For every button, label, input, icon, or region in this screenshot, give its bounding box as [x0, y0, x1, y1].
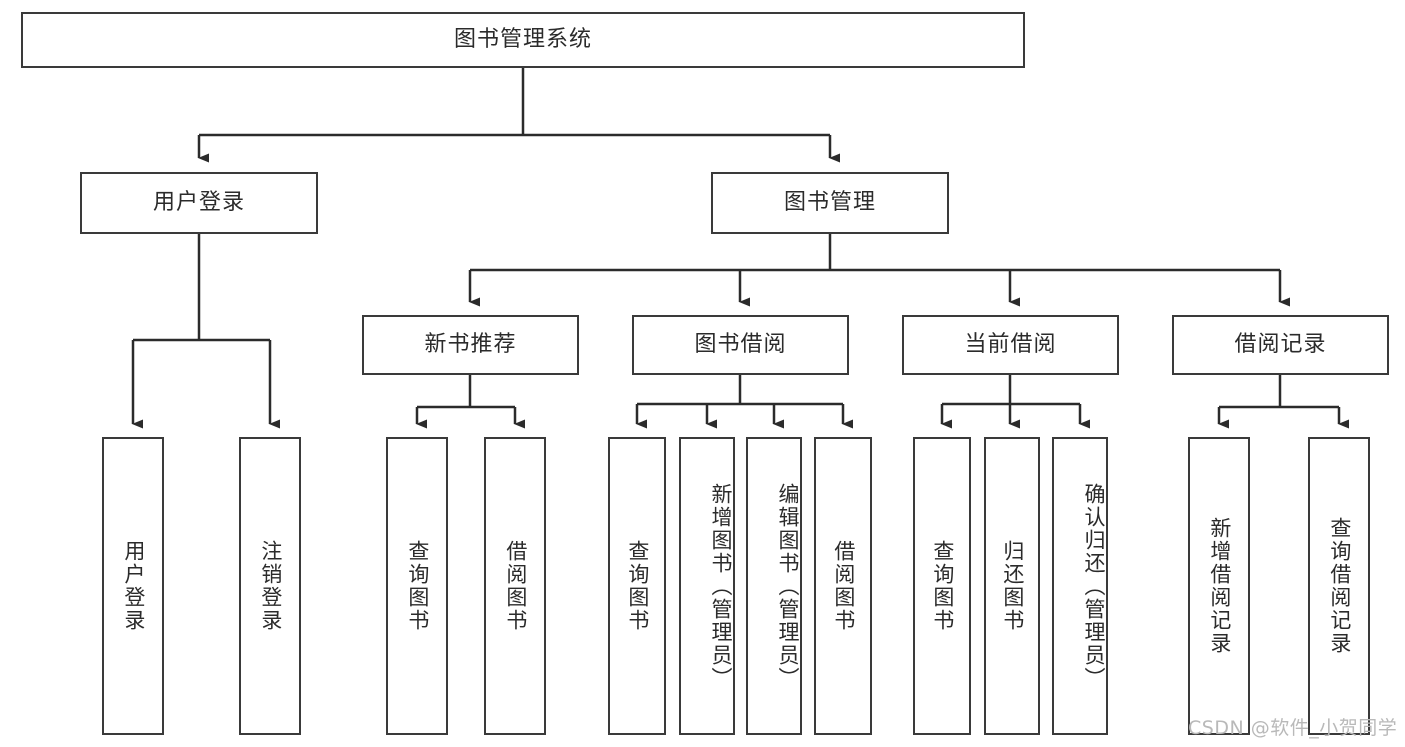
- leaf-edit-book-label: 编辑图书（管理员）: [776, 482, 800, 690]
- leaf-add-book-label: 新增图书（管理员）: [709, 482, 733, 690]
- leaf-query-record-label: 查询借阅记录: [1327, 517, 1352, 655]
- leaf-add-record[interactable]: 新增借阅记录: [1188, 437, 1250, 735]
- leaf-confirm-return-label: 确认归还（管理员）: [1082, 482, 1106, 690]
- node-book-management[interactable]: 图书管理: [711, 172, 949, 234]
- leaf-user-login[interactable]: 用户登录: [102, 437, 164, 735]
- node-current-borrow[interactable]: 当前借阅: [902, 315, 1119, 375]
- node-book-borrow-label: 图书借阅: [694, 331, 787, 357]
- leaf-query-book-1-label: 查询图书: [405, 540, 430, 632]
- node-current-borrow-label: 当前借阅: [964, 331, 1057, 357]
- leaf-query-book-2-label: 查询图书: [625, 540, 650, 632]
- leaf-user-login-label: 用户登录: [121, 540, 146, 632]
- leaf-borrow-book-2-label: 借阅图书: [831, 540, 856, 632]
- leaf-confirm-return[interactable]: 确认归还（管理员）: [1052, 437, 1108, 735]
- node-user-login[interactable]: 用户登录: [80, 172, 318, 234]
- node-root[interactable]: 图书管理系统: [21, 12, 1025, 68]
- node-borrow-record-label: 借阅记录: [1234, 331, 1327, 357]
- leaf-query-record[interactable]: 查询借阅记录: [1308, 437, 1370, 735]
- node-borrow-record[interactable]: 借阅记录: [1172, 315, 1389, 375]
- leaf-query-book-3[interactable]: 查询图书: [913, 437, 971, 735]
- leaf-logout[interactable]: 注销登录: [239, 437, 301, 735]
- leaf-add-book[interactable]: 新增图书（管理员）: [679, 437, 735, 735]
- node-new-book-recommend-label: 新书推荐: [424, 331, 517, 357]
- leaf-borrow-book-1-label: 借阅图书: [503, 540, 528, 632]
- node-book-management-label: 图书管理: [783, 189, 876, 215]
- leaf-borrow-book-1[interactable]: 借阅图书: [484, 437, 546, 735]
- leaf-query-book-1[interactable]: 查询图书: [386, 437, 448, 735]
- leaf-return-book-label: 归还图书: [1000, 540, 1025, 632]
- leaf-return-book[interactable]: 归还图书: [984, 437, 1040, 735]
- leaf-query-book-3-label: 查询图书: [930, 540, 955, 632]
- leaf-borrow-book-2[interactable]: 借阅图书: [814, 437, 872, 735]
- node-book-borrow[interactable]: 图书借阅: [632, 315, 849, 375]
- watermark: CSDN @软件_小贺同学: [1188, 717, 1398, 739]
- node-new-book-recommend[interactable]: 新书推荐: [362, 315, 579, 375]
- leaf-logout-label: 注销登录: [258, 540, 283, 632]
- leaf-query-book-2[interactable]: 查询图书: [608, 437, 666, 735]
- node-root-label: 图书管理系统: [453, 26, 592, 52]
- node-user-login-label: 用户登录: [152, 189, 245, 215]
- leaf-edit-book[interactable]: 编辑图书（管理员）: [746, 437, 802, 735]
- leaf-add-record-label: 新增借阅记录: [1207, 517, 1232, 655]
